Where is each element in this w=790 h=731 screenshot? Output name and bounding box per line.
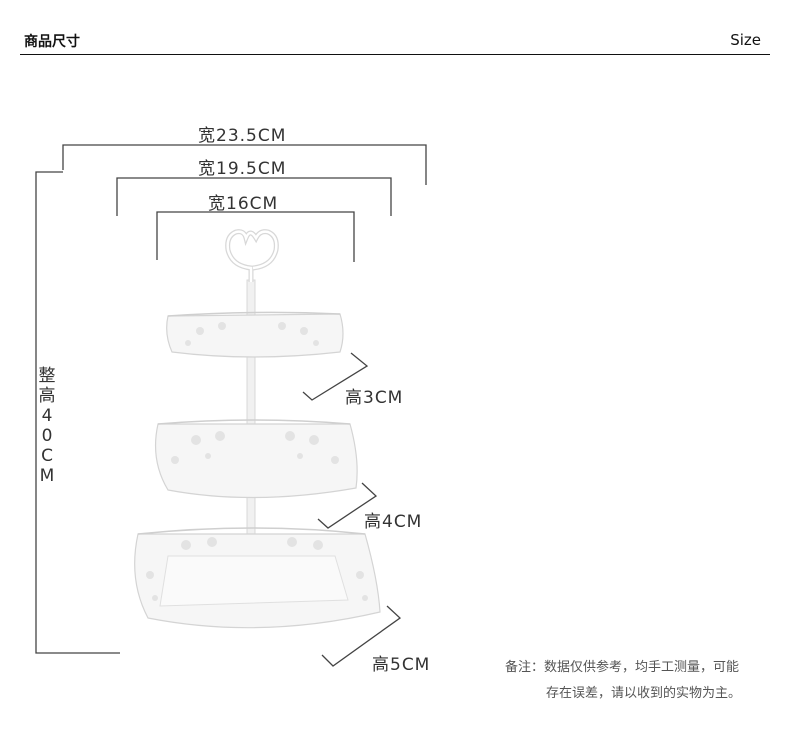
total-height-char: 0 xyxy=(41,426,53,446)
height-bracket-total xyxy=(35,171,120,654)
tier1-height-label: 高3CM xyxy=(345,388,404,408)
width-bracket-low xyxy=(156,211,355,262)
total-height-char: 高 xyxy=(38,386,56,406)
width-label-low: 宽16CM xyxy=(208,194,279,214)
total-height-label: 整 高 4 0 C M xyxy=(34,366,60,486)
disclaimer-line-2: 存在误差，请以收到的实物为主。 xyxy=(546,686,742,701)
height-bracket-tier3 xyxy=(321,605,402,667)
height-bracket-tier2 xyxy=(317,482,378,529)
tier3-height-label: 高5CM xyxy=(372,655,431,675)
width-bracket-mid xyxy=(116,177,392,216)
total-height-char: C xyxy=(41,446,53,466)
tier2-height-label: 高4CM xyxy=(364,512,423,532)
section-title-cn: 商品尺寸 xyxy=(24,34,80,50)
total-height-char: M xyxy=(39,466,55,486)
section-title-en: Size xyxy=(730,31,761,49)
cake-stand-illustration xyxy=(134,229,381,629)
disclaimer-line-1: 备注：数据仅供参考，均手工测量，可能 xyxy=(505,660,740,675)
width-label-top: 宽23.5CM xyxy=(198,126,287,146)
height-bracket-tier1 xyxy=(302,352,369,401)
total-height-char: 4 xyxy=(41,406,53,426)
width-label-mid: 宽19.5CM xyxy=(198,159,287,179)
total-height-char: 整 xyxy=(38,366,56,386)
header-divider xyxy=(20,54,770,55)
width-bracket-top xyxy=(62,144,427,185)
dimension-lines xyxy=(35,144,427,667)
